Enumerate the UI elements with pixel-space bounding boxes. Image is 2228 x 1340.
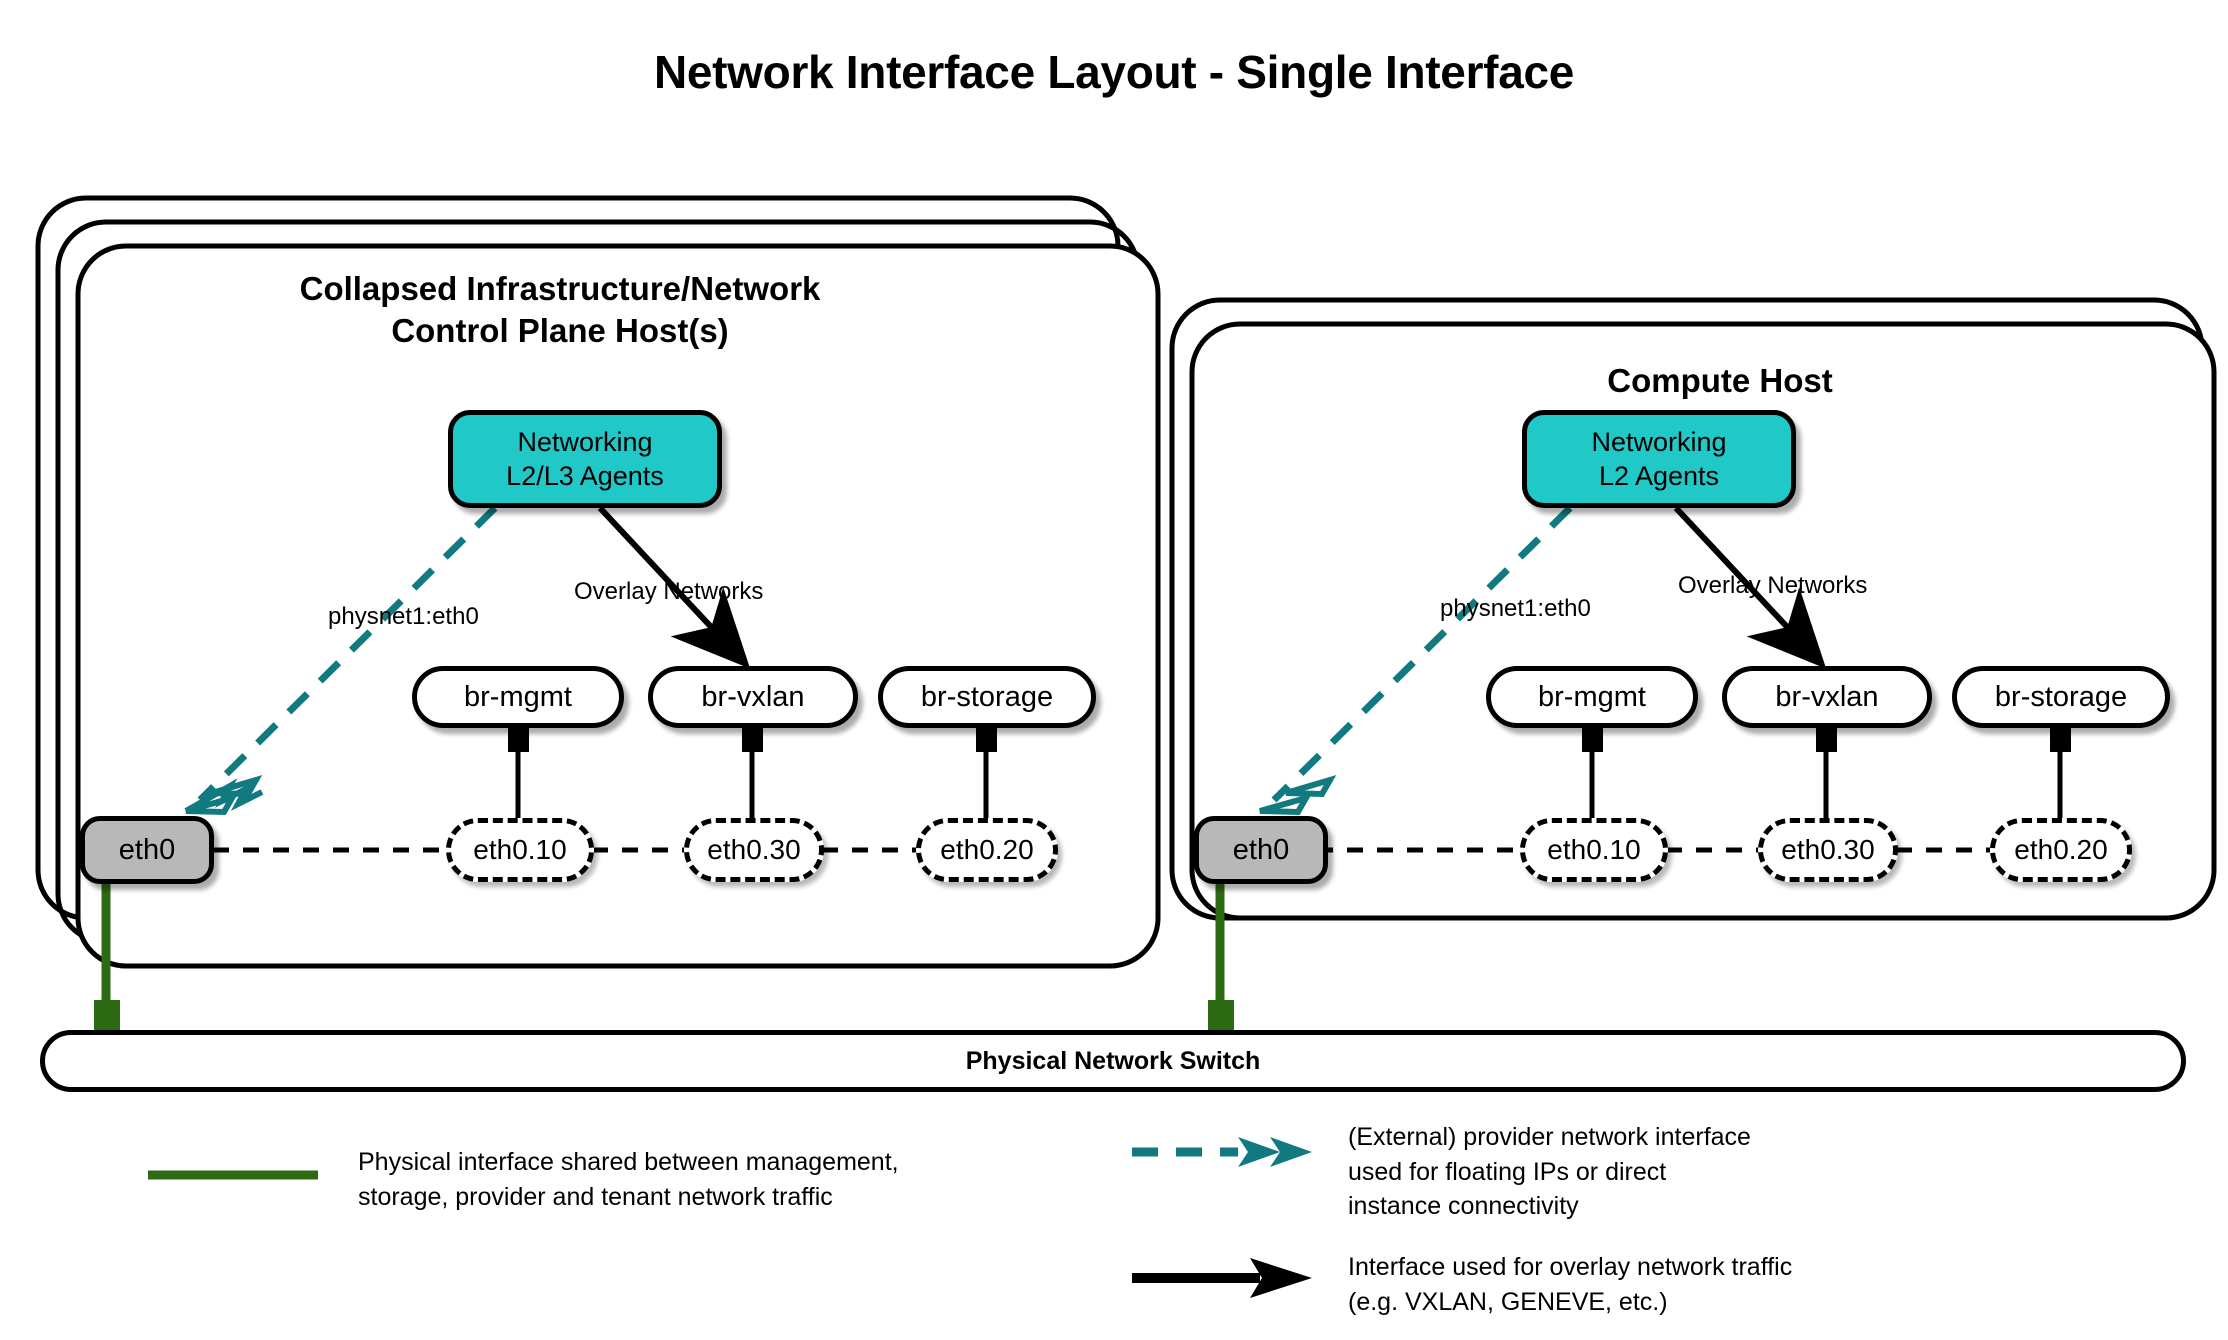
- vlan-label: eth0.30: [1781, 834, 1875, 865]
- agents-line2: L2 Agents: [1598, 461, 1720, 491]
- vlan-node-eth0-30-control-plane[interactable]: eth0.30: [684, 818, 824, 882]
- host-title-control-plane: Collapsed Infrastructure/Network Control…: [299, 270, 821, 350]
- bridge-label: br-mgmt: [464, 680, 572, 713]
- bridge-ports-compute: [1582, 722, 2071, 752]
- bridge-node-br-mgmt-control-plane[interactable]: br-mgmt: [412, 666, 624, 728]
- physical-interface-node-control-plane[interactable]: eth0: [80, 816, 214, 884]
- page-title: Network Interface Layout - Single Interf…: [653, 46, 1575, 98]
- legend-text-provider: (External) provider network interface us…: [1348, 1123, 1751, 1220]
- vlan-label: eth0.20: [2014, 834, 2108, 865]
- agents-node-control-plane[interactable]: Networking L2/L3 Agents: [448, 410, 722, 508]
- bridge-node-br-vxlan-compute[interactable]: br-vxlan: [1722, 666, 1932, 728]
- overlay-link-compute: [1673, 505, 1827, 669]
- bridge-label: br-storage: [1994, 680, 2128, 713]
- overlay-label-compute: Overlay Networks: [1678, 572, 1868, 599]
- bridge-label: br-vxlan: [701, 680, 805, 713]
- bridge-node-br-storage-compute[interactable]: br-storage: [1952, 666, 2170, 728]
- provider-link-control-plane: [184, 505, 498, 816]
- overlay-link-control-plane: [597, 505, 751, 669]
- agents-line1: Networking: [1591, 426, 1727, 457]
- physical-interface-label: eth0: [1232, 833, 1290, 866]
- vlan-node-eth0-20-compute[interactable]: eth0.20: [1990, 818, 2132, 882]
- provider-label-compute: physnet1:eth0: [1440, 595, 1591, 622]
- vlan-node-eth0-20-control-plane[interactable]: eth0.20: [916, 818, 1058, 882]
- legend-text-overlay: Interface used for overlay network traff…: [1348, 1253, 1793, 1316]
- switch-label: Physical Network Switch: [965, 1046, 1261, 1075]
- legend-swatch-provider: [1132, 1137, 1312, 1167]
- host-card-stack-compute: [1169, 297, 2217, 921]
- legend-text-physical: Physical interface shared between manage…: [358, 1148, 899, 1211]
- physical-interface-node-compute[interactable]: eth0: [1194, 816, 1328, 884]
- agents-node-compute[interactable]: Networking L2 Agents: [1522, 410, 1796, 508]
- vlan-label: eth0.30: [707, 834, 801, 865]
- bridge-label: br-vxlan: [1775, 680, 1879, 713]
- vlan-node-eth0-10-control-plane[interactable]: eth0.10: [446, 818, 594, 882]
- overlay-label-control-plane: Overlay Networks: [574, 578, 764, 605]
- host-title-compute: Compute Host: [1607, 362, 1833, 399]
- bridge-node-br-vxlan-control-plane[interactable]: br-vxlan: [648, 666, 858, 728]
- physical-interface-label: eth0: [118, 833, 176, 866]
- legend-swatch-overlay: [1132, 1258, 1312, 1298]
- bridge-label: br-mgmt: [1538, 680, 1646, 713]
- physical-network-switch[interactable]: Physical Network Switch: [40, 1030, 2186, 1092]
- provider-label-control-plane: physnet1:eth0: [328, 603, 479, 630]
- vlan-node-eth0-30-compute[interactable]: eth0.30: [1758, 818, 1898, 882]
- vlan-label: eth0.20: [940, 834, 1034, 865]
- vlan-label: eth0.10: [1547, 834, 1641, 865]
- bridge-node-br-storage-control-plane[interactable]: br-storage: [878, 666, 1096, 728]
- bridge-node-br-mgmt-compute[interactable]: br-mgmt: [1486, 666, 1698, 728]
- vlan-node-eth0-10-compute[interactable]: eth0.10: [1520, 818, 1668, 882]
- bridge-ports-control-plane: [508, 722, 997, 752]
- provider-link-compute: [1259, 505, 1573, 816]
- host-card-stack-control-plane: [35, 195, 1161, 969]
- bridge-label: br-storage: [920, 680, 1054, 713]
- agents-line1: Networking: [517, 426, 653, 457]
- agents-line2: L2/L3 Agents: [506, 461, 664, 491]
- vlan-label: eth0.10: [473, 834, 567, 865]
